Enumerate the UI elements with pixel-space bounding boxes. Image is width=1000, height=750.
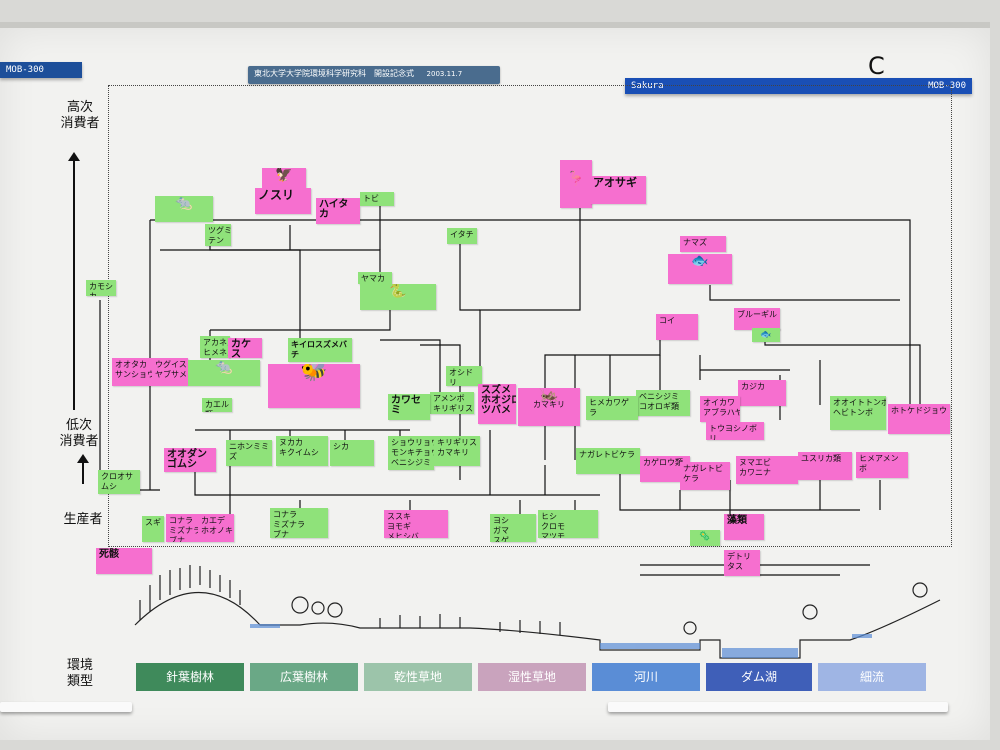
note-sugi: スギ <box>142 516 164 542</box>
note-kiri: キリギリス カマキリ <box>434 436 480 466</box>
axis-env: 環境 類型 <box>66 658 93 689</box>
note-namazu: ナマズ <box>680 236 726 252</box>
note-wasp-doodle: 🐝 <box>268 364 360 408</box>
note-benitaka: ベニシジミ コオロギ類 <box>636 390 690 416</box>
note-uguisu: ウグイス ヤブサメ <box>152 358 188 386</box>
axis-high: 高次 消費者 <box>60 100 100 131</box>
note-batta: ショウリョウバッタ モンキチョウ ベニシジミ <box>388 436 434 470</box>
note-fish-doodle: 🐟 <box>668 254 732 284</box>
habitat-dry-grassland: 乾性草地 <box>364 663 472 691</box>
note-tobikera2: ナガレトビケラ <box>680 462 730 490</box>
note-snake-doodle: 🐍 <box>360 284 436 310</box>
note-ameimo: アメンボ キリギリス <box>430 392 474 414</box>
note-kekesu: カケス <box>228 338 262 358</box>
note-tsugumi: ツグミ テン <box>205 224 231 246</box>
note-susuki: ススキ ヨモギ メヒシバ <box>384 510 448 538</box>
axis-low: 低次 消費者 <box>59 418 99 449</box>
note-nosuri: ノスリ <box>255 188 311 214</box>
note-heron-doodle: 🦩 <box>560 160 592 208</box>
magnet-model: MOB-300 <box>928 81 966 91</box>
habitat-broadleaf: 広葉樹林 <box>250 663 358 691</box>
note-burugiru: ブルーギル <box>734 308 780 330</box>
note-suzume: スズメ ホオジロ ツバメ <box>478 384 516 424</box>
magnet-left: MOB-300 <box>0 62 82 78</box>
note-hotaru: ホトケドジョウ <box>888 404 950 434</box>
header-title: 東北大学大学院環境科学研究科 開設記念式 <box>254 69 414 78</box>
habitat-stream: 細流 <box>818 663 926 691</box>
note-kaeru: カエル類 <box>202 398 232 412</box>
producer-arrow <box>77 454 89 484</box>
note-hawk-doodle: 🦅 <box>262 168 306 190</box>
note-nagare: ナガレトビケラ <box>576 448 640 474</box>
note-sunkane: ヌカカ キクイムシ <box>276 436 328 466</box>
fish-icon: 🐟 <box>760 330 772 340</box>
note-zari: ヌマエビ カワニナ <box>736 456 798 484</box>
note-itachi: イタチ <box>447 228 477 244</box>
note-oikawa: オイカワ アブラハヤ <box>700 396 740 422</box>
note-mammal-doodle: 🐀 <box>155 196 213 222</box>
snake-icon: 🐍 <box>389 284 407 299</box>
note-detritus: デトリタス <box>724 550 760 576</box>
note-mogura: 🐀 <box>188 360 260 386</box>
note-kaede: カエデ ホオノキ <box>198 514 234 542</box>
habitat-dam-lake: ダム湖 <box>706 663 812 691</box>
habitat-wet-grassland: 湿性草地 <box>478 663 586 691</box>
habitat-river: 河川 <box>592 663 700 691</box>
insect-icon: 🦗 <box>539 388 559 404</box>
note-snake: ヤマカガシ <box>358 272 392 284</box>
magnet-brand: Sakura <box>631 81 664 91</box>
note-koi: コイ <box>656 314 698 340</box>
note-shigai: 死骸 <box>96 548 152 574</box>
corner-letter: C <box>868 52 885 80</box>
plankton-icon: 🦠 <box>699 532 711 542</box>
note-burugiru-fish: 🐟 <box>752 328 780 342</box>
note-ashi: ヨシ ガマ スゲ <box>490 514 536 542</box>
note-kawasemi: カワセミ <box>388 394 430 420</box>
note-oiroshuku: オオイトトンボ ヘビトンボ <box>830 396 886 430</box>
catfish-icon: 🐟 <box>691 254 709 269</box>
note-kouyou2: コナラ ミズナラ ブナ <box>270 508 328 538</box>
header-label: 東北大学大学院環境科学研究科 開設記念式 2003.11.7 <box>248 66 500 84</box>
rodent-icon: 🐀 <box>175 196 193 211</box>
note-dragonfly: 🦗カマキリ <box>518 388 580 426</box>
note-tokyo: トウヨシノボリ <box>706 422 764 440</box>
trophic-arrow <box>68 152 80 410</box>
note-kouyou: コナラ ミズナラ ブナ <box>166 514 198 542</box>
note-ohdamugon: オオダンゴムシ <box>164 448 216 472</box>
magnet-right: Sakura MOB-300 <box>625 78 972 94</box>
note-suzumebachi: キイロスズメバチ <box>288 338 352 362</box>
note-tobi: トビ <box>360 192 394 206</box>
note-aosagi: アオサギ <box>590 176 646 204</box>
note-hoshi: ヒメカワゲラ <box>586 396 638 420</box>
note-plankton: 🦠 <box>690 530 720 546</box>
note-shikagamu: シカ <box>330 440 374 466</box>
mole-icon: 🐀 <box>215 360 233 375</box>
note-suisou: ヒシ クロモ マツモ <box>538 510 598 538</box>
note-kuroyama: クロオサムシ <box>98 470 140 494</box>
note-kamoshika: カモシカ <box>86 280 116 296</box>
note-nisemisen: ニホンミミズ <box>226 440 272 466</box>
note-sou: 藻類 <box>724 514 764 540</box>
habitat-conifer: 針葉樹林 <box>136 663 244 691</box>
marker-ledge-left <box>0 702 132 712</box>
note-kasu: カジカ <box>738 380 786 406</box>
note-oshidori: オシドリ <box>446 366 482 386</box>
heron-icon: 🦩 <box>567 171 585 187</box>
note-ohetaka: オオタカ サンショウクイ <box>112 358 152 386</box>
diagram-frame <box>108 85 952 547</box>
note-haitaka: ハイタカ <box>316 198 360 224</box>
hawk-icon: 🦅 <box>275 168 293 183</box>
header-date: 2003.11.7 <box>426 70 463 78</box>
note-yusurika: ユスリカ類 <box>798 452 852 480</box>
note-hibernate: アカネズミ ヒメネズミ <box>200 336 230 358</box>
note-kamakiri-label: カマキリ <box>533 400 565 409</box>
marker-ledge-right <box>608 702 948 712</box>
note-hitomugu: ヒメアメンボ <box>856 452 908 478</box>
axis-producer: 生産者 <box>63 512 103 527</box>
